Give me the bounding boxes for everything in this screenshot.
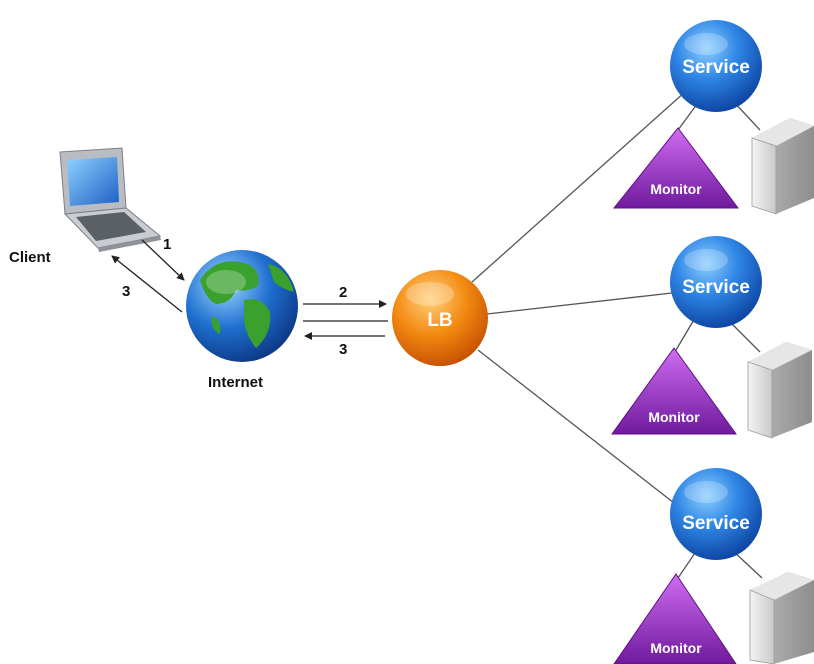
step-2-label: 2: [339, 284, 347, 301]
lb-to-service-2-line: [486, 292, 673, 315]
server-icon: [747, 342, 812, 439]
connection-lines: [471, 91, 686, 511]
monitor-node: Monitor: [611, 347, 737, 435]
client-label: Client: [9, 249, 51, 266]
monitor-node: Monitor: [613, 573, 737, 664]
client-internet-arrows: [111, 239, 185, 313]
step-3-client-label: 3: [122, 283, 130, 300]
service-node: Service: [670, 20, 762, 112]
step-1-arrow: [141, 239, 185, 281]
server-icon: [749, 572, 814, 664]
service-node: Service: [670, 236, 762, 328]
laptop-icon: [59, 147, 162, 252]
step-1-label: 1: [163, 236, 171, 253]
step-3-lb-label: 3: [339, 341, 347, 358]
monitor-label: Monitor: [650, 181, 702, 197]
step-3-return-arrow: [111, 255, 183, 313]
service-node: Service: [670, 468, 762, 560]
service-label: Service: [682, 277, 750, 298]
monitor-label: Monitor: [648, 409, 700, 425]
lb-to-service-3-line: [477, 349, 684, 511]
service-label: Service: [682, 57, 750, 78]
internet-lb-arrows: [303, 300, 388, 340]
lb-label: LB: [427, 310, 452, 331]
lb-to-service-1-line: [471, 91, 686, 283]
lb-node: LB: [392, 270, 488, 366]
internet-label: Internet: [208, 374, 263, 391]
service-3-monitor-line: [677, 549, 698, 579]
monitor-node: Monitor: [612, 127, 739, 209]
service-2-monitor-line: [675, 317, 696, 351]
globe-icon: [186, 250, 298, 362]
server-icon: [751, 118, 814, 215]
service-2-server-line: [727, 319, 761, 353]
service-label: Service: [682, 513, 750, 534]
monitor-label: Monitor: [650, 640, 702, 656]
